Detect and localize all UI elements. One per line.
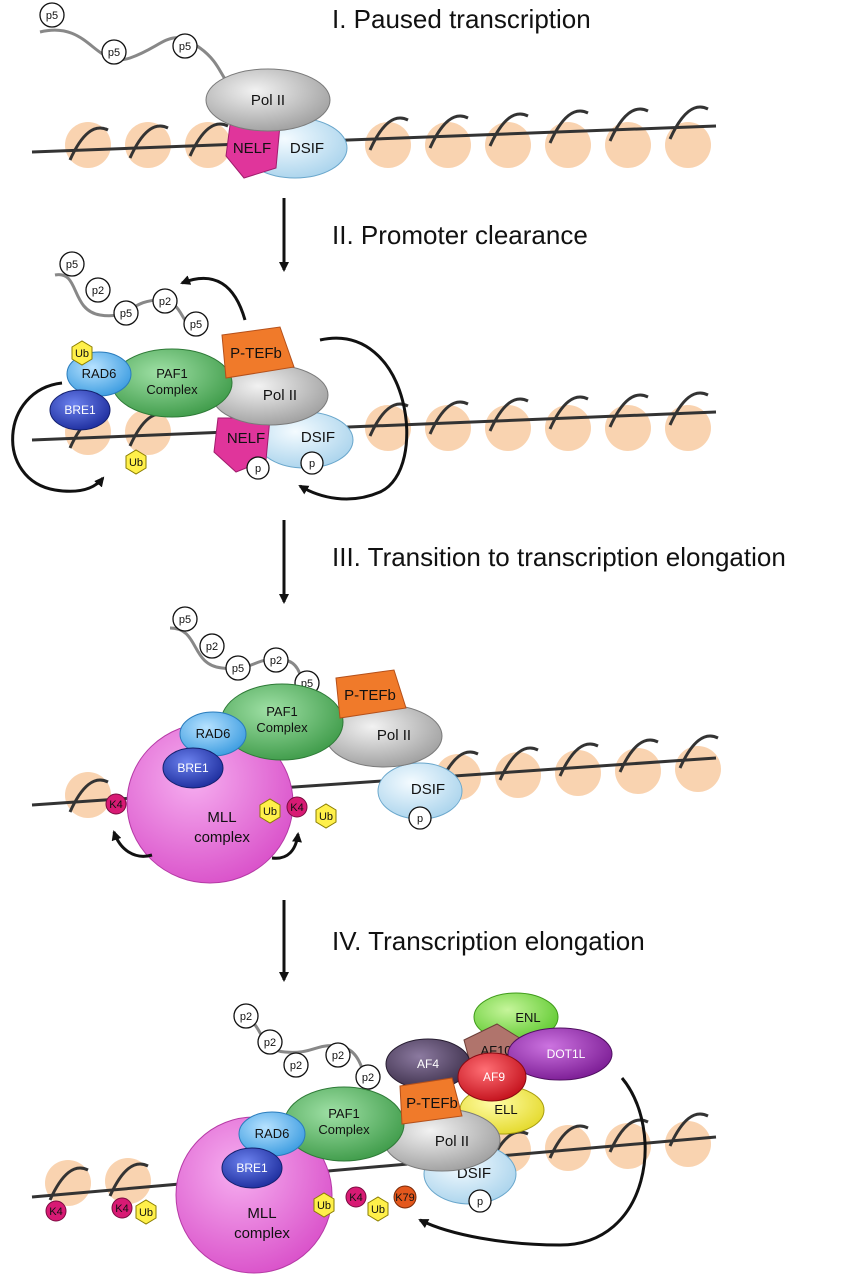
ctd-marks-3: p5 p2 p5 p2 p5 bbox=[172, 606, 320, 696]
ctd-mark: p5 bbox=[66, 259, 78, 271]
nelf-label: NELF bbox=[227, 430, 265, 447]
rad6-label: RAD6 bbox=[196, 726, 231, 741]
ctd-mark: p2 bbox=[290, 1060, 302, 1072]
ctd-mark: p2 bbox=[240, 1011, 252, 1023]
stage-2-title: II. Promoter clearance bbox=[332, 220, 588, 250]
sec-complex: ENL ELL AF10 AF4 DOT1L AF9 bbox=[385, 992, 613, 1135]
pol-ii-complex-2: DSIF NELF Pol II PAF1 Complex P-TEFb RAD… bbox=[49, 326, 354, 480]
arrow-ptefb-to-ctd bbox=[180, 275, 247, 321]
stage-3: III. Transition to transcription elongat… bbox=[31, 542, 786, 884]
rna-strand-1 bbox=[39, 28, 241, 92]
pol-ii-label: Pol II bbox=[251, 92, 285, 109]
phospho-mark: p bbox=[477, 1196, 483, 1208]
paf1-label: PAF1 bbox=[156, 366, 188, 381]
arrow-bre1-loop bbox=[11, 381, 105, 493]
arrow-ptefb-loop bbox=[298, 336, 409, 501]
paf1-label-2: Complex bbox=[256, 720, 308, 735]
ptefb-label: P-TEFb bbox=[230, 345, 282, 362]
phospho-mark: p bbox=[309, 458, 315, 470]
mll-label: MLL bbox=[207, 809, 236, 826]
k4-tag: K4 bbox=[349, 1192, 362, 1204]
ub-tag: Ub bbox=[129, 457, 143, 469]
ctd-mark: p5 bbox=[120, 308, 132, 320]
k79-tag: K79 bbox=[395, 1192, 415, 1204]
ctd-mark: p5 bbox=[232, 663, 244, 675]
arrow-dot1l-to-k79 bbox=[418, 1077, 647, 1247]
arrow-mll-right bbox=[271, 832, 302, 860]
ctd-mark: p2 bbox=[270, 655, 282, 667]
ctd-mark: p2 bbox=[159, 296, 171, 308]
ctd-mark: p2 bbox=[332, 1050, 344, 1062]
ub-tag: Ub bbox=[139, 1207, 153, 1219]
dna-strand-1 bbox=[31, 105, 717, 168]
k4-tag: K4 bbox=[49, 1206, 62, 1218]
paf1-label-2: Complex bbox=[146, 382, 198, 397]
ctd-mark: p2 bbox=[92, 285, 104, 297]
phospho-mark: p bbox=[255, 463, 261, 475]
bre1-label: BRE1 bbox=[236, 1161, 268, 1175]
ptefb-label: P-TEFb bbox=[344, 687, 396, 704]
rad6-label: RAD6 bbox=[255, 1126, 290, 1141]
mll-label-2: complex bbox=[194, 829, 250, 846]
bre1-label: BRE1 bbox=[64, 403, 96, 417]
ptefb-label: P-TEFb bbox=[406, 1095, 458, 1112]
af9-label: AF9 bbox=[483, 1070, 505, 1084]
ctd-marks-2: p5 p2 p5 p2 p5 bbox=[59, 251, 209, 337]
paf1-label: PAF1 bbox=[266, 704, 298, 719]
ctd-mark: p5 bbox=[179, 614, 191, 626]
bre1-label: BRE1 bbox=[177, 761, 209, 775]
ub-tag: Ub bbox=[371, 1204, 385, 1216]
k4-tag: K4 bbox=[115, 1203, 128, 1215]
dot1l-label: DOT1L bbox=[547, 1047, 586, 1061]
ell-label: ELL bbox=[494, 1102, 517, 1117]
ub-tag: Ub bbox=[263, 806, 277, 818]
k4-tag: K4 bbox=[109, 799, 122, 811]
dsif-label: DSIF bbox=[301, 429, 335, 446]
nelf-label: NELF bbox=[233, 140, 271, 157]
phospho-mark: p bbox=[417, 813, 423, 825]
mll-label-2: complex bbox=[234, 1225, 290, 1242]
dsif-label: DSIF bbox=[411, 781, 445, 798]
stage-4: IV. Transcription elongation p2 p2 p2 p2… bbox=[31, 926, 717, 1274]
dna-strand-3 bbox=[31, 734, 721, 818]
ctd-marks-1: p5 p5 p5 bbox=[39, 2, 198, 65]
paf1-label: PAF1 bbox=[328, 1106, 360, 1121]
ctd-mark: p5 bbox=[190, 319, 202, 331]
k4-tag: K4 bbox=[290, 802, 303, 814]
ctd-mark: p5 bbox=[108, 47, 120, 59]
dna-strand-2 bbox=[31, 391, 717, 455]
stage-1-title: I. Paused transcription bbox=[332, 4, 591, 34]
af4-label: AF4 bbox=[417, 1057, 439, 1071]
ctd-mark: p2 bbox=[206, 641, 218, 653]
rad6-label: RAD6 bbox=[82, 366, 117, 381]
stage-2: II. Promoter clearance p5 p2 p5 p2 p5 bbox=[11, 220, 717, 501]
stage-3-title: III. Transition to transcription elongat… bbox=[332, 542, 786, 572]
stage-1: I. Paused transcription p5 p5 p5 DSIF NE… bbox=[31, 2, 717, 179]
pol-ii-complex-3: MLL complex DSIF p Pol II PAF1 Complex P… bbox=[105, 669, 463, 884]
ub-tag: Ub bbox=[75, 348, 89, 360]
pol-ii-complex-1: DSIF NELF Pol II bbox=[205, 68, 348, 179]
stage-4-title: IV. Transcription elongation bbox=[332, 926, 645, 956]
paf1-label-2: Complex bbox=[318, 1122, 370, 1137]
dsif-label: DSIF bbox=[290, 140, 324, 157]
ctd-mark: p5 bbox=[179, 41, 191, 53]
pol-ii-label: Pol II bbox=[377, 727, 411, 744]
ctd-mark: p5 bbox=[46, 10, 58, 22]
pol-ii-complex-4: MLL complex DSIF p Pol II PAF1 Complex P… bbox=[45, 1077, 517, 1274]
pol-ii-label: Pol II bbox=[263, 387, 297, 404]
pol-ii-label: Pol II bbox=[435, 1133, 469, 1150]
ub-tag: Ub bbox=[319, 811, 333, 823]
dsif-label: DSIF bbox=[457, 1165, 491, 1182]
ctd-mark: p2 bbox=[264, 1037, 276, 1049]
ctd-marks-4: p2 p2 p2 p2 p2 bbox=[233, 1003, 381, 1090]
enl-label: ENL bbox=[515, 1010, 540, 1025]
ctd-mark: p2 bbox=[362, 1072, 374, 1084]
arrow-mll-left bbox=[111, 830, 153, 858]
ub-tag: Ub bbox=[317, 1200, 331, 1212]
mll-label: MLL bbox=[247, 1205, 276, 1222]
